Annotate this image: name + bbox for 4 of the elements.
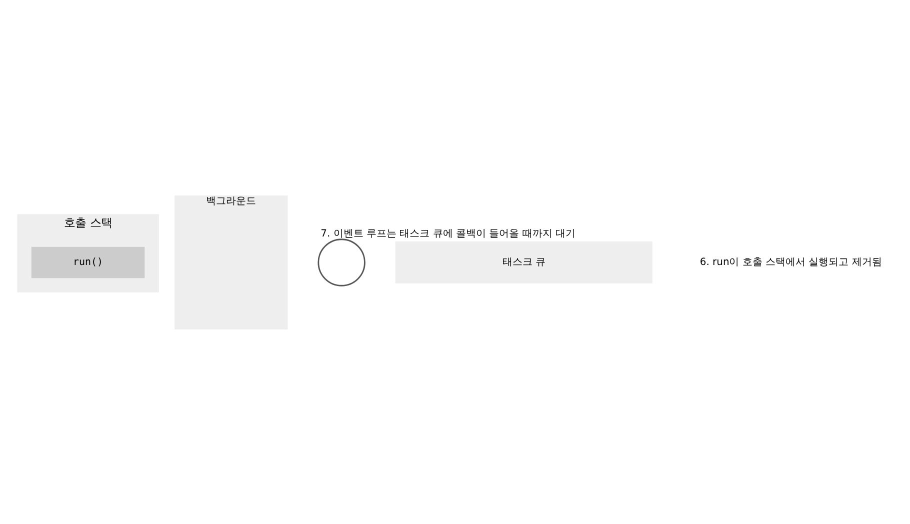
node-label: 7. 이벤트 루프는 태스크 큐에 콜백이 들어올 때까지 대기 bbox=[320, 228, 575, 240]
node-box: run() bbox=[30, 246, 144, 278]
label: 6. run이 호출 스택에서 실행되고 제거됨 bbox=[699, 256, 882, 268]
node-circle bbox=[317, 238, 365, 286]
